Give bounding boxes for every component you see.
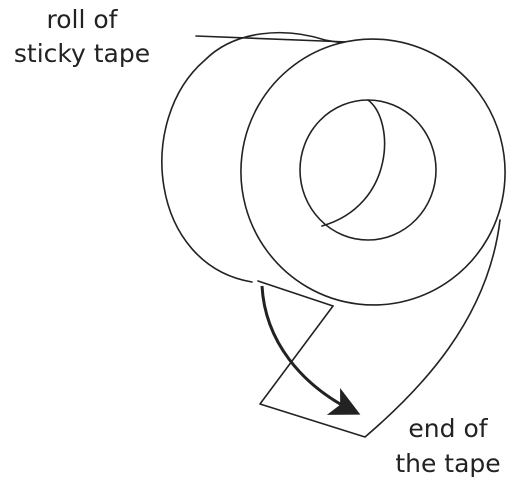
roll-label-line1: roll of: [47, 5, 119, 34]
tape-roll: [162, 9, 513, 437]
roll-label-line2: sticky tape: [14, 39, 150, 68]
end-label-line2: the tape: [395, 449, 500, 478]
roll-top-edge: [196, 36, 348, 42]
end-label-line1: end of: [408, 414, 488, 443]
